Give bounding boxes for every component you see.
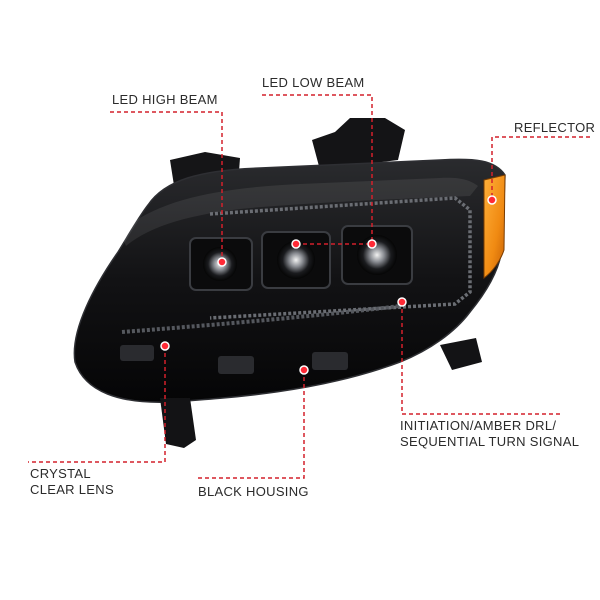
label-lens-line1: CRYSTAL (30, 466, 91, 481)
callout-dot-low-beam-1 (291, 239, 301, 249)
lens-glare (120, 177, 478, 246)
side-mount-bracket (440, 338, 482, 370)
label-drl-line1: INITIATION/AMBER DRL/ (400, 418, 557, 433)
label-led-low-beam: LED LOW BEAM (262, 75, 365, 91)
callout-lines (28, 94, 590, 479)
label-reflector: REFLECTOR (514, 120, 595, 136)
label-led-low-beam-text: LED LOW BEAM (262, 75, 365, 90)
callout-low-beam-line (262, 94, 373, 244)
label-drl-turn-signal: INITIATION/AMBER DRL/ SEQUENTIAL TURN SI… (400, 418, 579, 450)
callout-dot-reflector (487, 195, 497, 205)
callout-dot-lens (160, 341, 170, 351)
callout-dot-housing (299, 365, 309, 375)
lower-marker-1 (120, 345, 154, 361)
label-black-housing-text: BLACK HOUSING (198, 484, 309, 499)
label-lens-line2: CLEAR LENS (30, 482, 114, 497)
callout-lens-line (28, 346, 166, 463)
callout-dot-high-beam (217, 257, 227, 267)
label-reflector-text: REFLECTOR (514, 120, 596, 135)
callout-high-beam-line (110, 111, 223, 262)
callout-housing-line (196, 370, 305, 479)
lower-marker-2 (218, 356, 254, 374)
callout-reflector-line (491, 136, 590, 200)
label-led-high-beam-text: LED HIGH BEAM (112, 92, 218, 107)
callout-dot-low-beam-2 (367, 239, 377, 249)
lower-marker-3 (312, 352, 348, 370)
callout-dot-drl (397, 297, 407, 307)
callout-dots (160, 195, 497, 375)
amber-reflector (483, 174, 506, 280)
led-drl-strip (209, 196, 472, 320)
projector-lens-2 (277, 241, 315, 279)
lower-light-bar (121, 304, 401, 334)
callout-drl-line (401, 302, 562, 415)
projector-lens-3 (357, 235, 397, 275)
label-black-housing: BLACK HOUSING (198, 484, 309, 500)
label-led-high-beam: LED HIGH BEAM (112, 92, 218, 108)
top-mount-bracket-right (312, 118, 405, 170)
label-crystal-clear-lens: CRYSTAL CLEAR LENS (30, 466, 114, 498)
label-drl-line2: SEQUENTIAL TURN SIGNAL (400, 434, 580, 449)
bottom-mount-bracket (160, 398, 196, 448)
